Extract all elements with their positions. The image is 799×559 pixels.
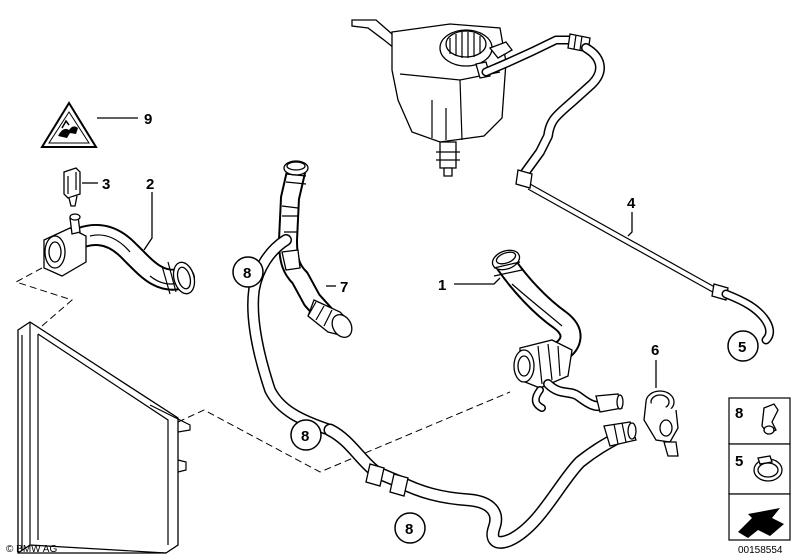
callout-8-circle-a: [232, 256, 264, 288]
lower-radiator-hose: [323, 421, 637, 549]
callout-8-c: 8: [405, 521, 413, 538]
callout-3: 3: [102, 176, 110, 193]
dashed-connection-lines: [14, 267, 511, 473]
callout-4: 4: [627, 195, 636, 212]
diagram-number: 00158554: [738, 545, 783, 556]
hose-part-2: [43, 213, 196, 295]
callout-5-circle: [727, 330, 759, 362]
legend-item-8: 8: [735, 405, 743, 422]
hose-bracket-part-6: [643, 390, 679, 457]
arrow-icon: [738, 508, 784, 538]
callout-8-a: 8: [243, 265, 251, 282]
callout-8-circle-c: [394, 512, 426, 544]
temperature-sensor: [63, 167, 81, 207]
leader-lines: [82, 117, 657, 388]
radiator: [17, 321, 191, 554]
callout-5: 5: [738, 339, 746, 356]
callout-9: 9: [144, 111, 152, 128]
warning-triangle-icon: [40, 101, 98, 148]
callout-2: 2: [146, 176, 154, 193]
callout-6: 6: [651, 342, 659, 359]
legend-item-5: 5: [735, 453, 743, 470]
callout-8-circle-b: [290, 419, 322, 451]
callout-1: 1: [438, 277, 446, 294]
hose-part-7: [247, 160, 353, 436]
vent-line-part-4: [481, 33, 775, 345]
fastener-legend: [728, 397, 791, 541]
callout-8-b: 8: [301, 428, 309, 445]
hose-part-1: [491, 249, 624, 413]
expansion-tank: [351, 19, 513, 177]
callout-7: 7: [340, 279, 348, 296]
copyright-text: © BMW AG: [6, 544, 57, 555]
callout-numbers: 9 3 2 7 1 4 6 8 8 8 5 8 5: [102, 111, 759, 544]
